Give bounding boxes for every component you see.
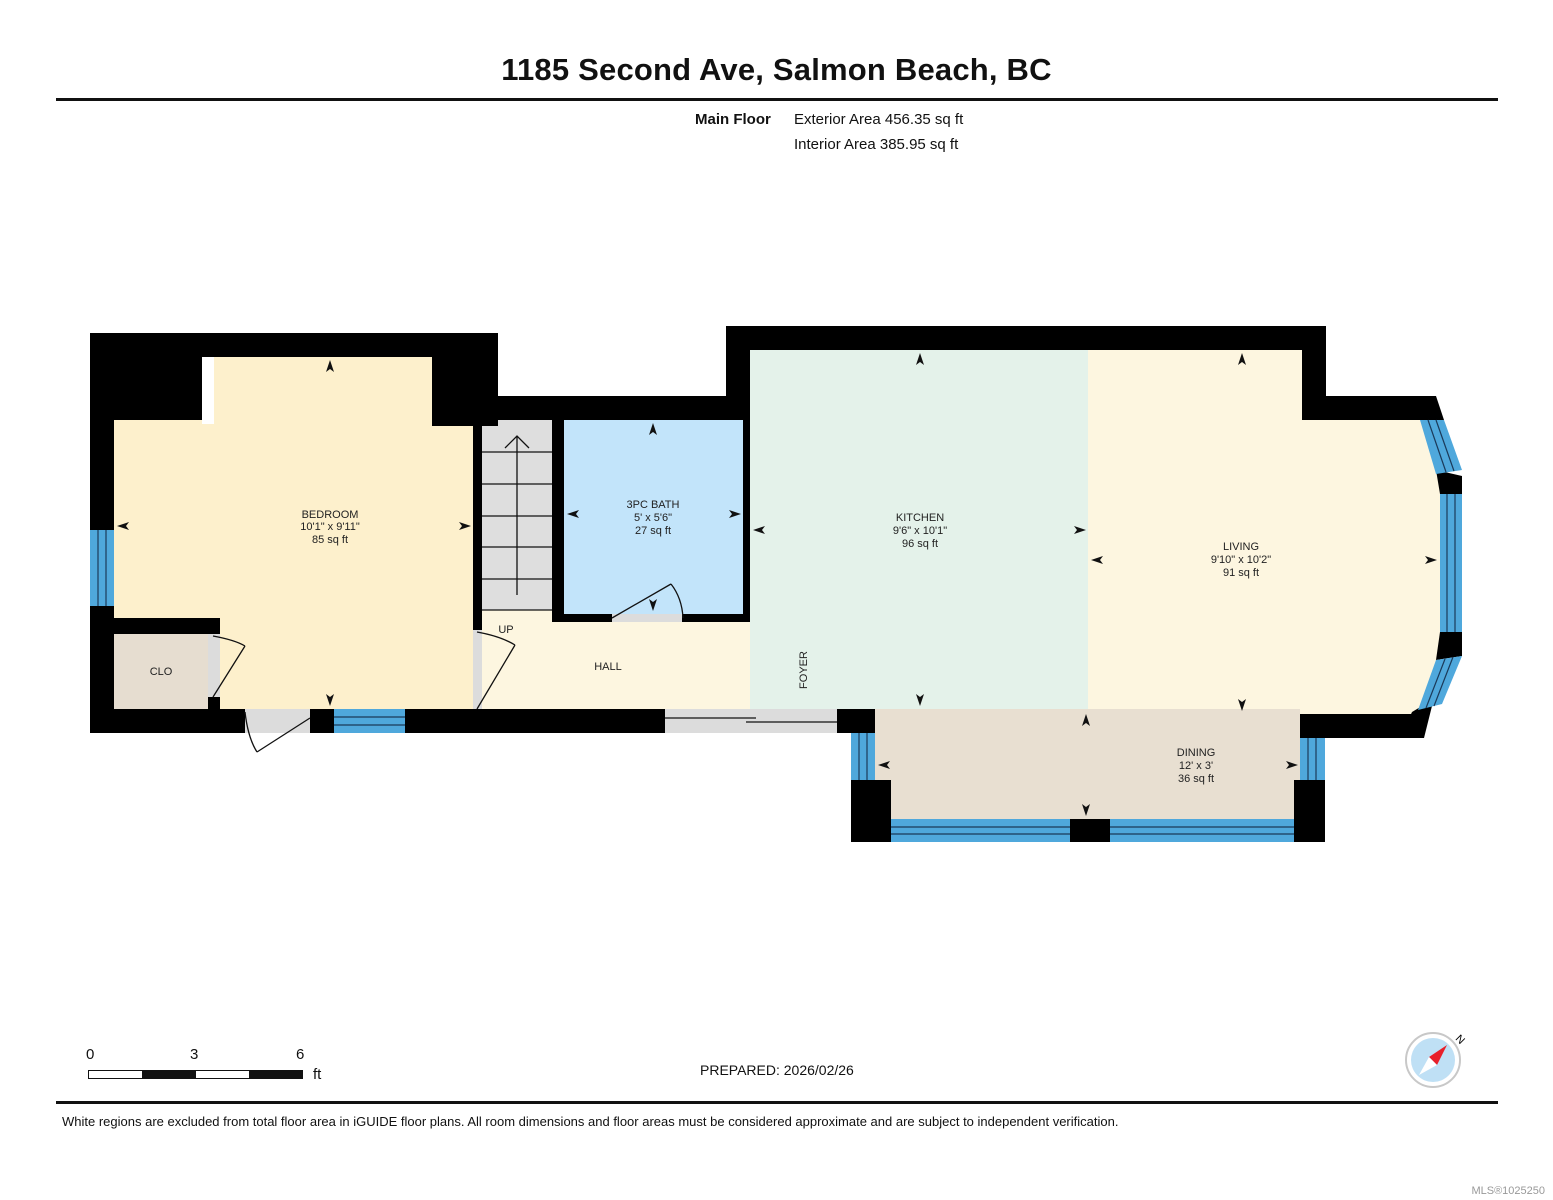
- bath-room: [564, 420, 743, 614]
- bath-area: 27 sq ft: [635, 525, 671, 537]
- closet-name: CLO: [150, 666, 173, 678]
- stairs-up-label: UP: [498, 624, 513, 636]
- stair-door-threshold: [473, 630, 482, 709]
- window-dining-west: [851, 733, 875, 780]
- hall-name: HALL: [594, 661, 622, 673]
- dining-room: [875, 709, 1300, 819]
- staircase: [482, 435, 552, 611]
- closet-room: [114, 634, 208, 709]
- living-dims: 9'10" x 10'2": [1211, 554, 1271, 566]
- kitchen-room: [750, 350, 1088, 709]
- window-dining-south-1: [891, 819, 1070, 842]
- closet-door-threshold: [208, 634, 220, 697]
- window-living-bay-north: [1420, 420, 1462, 474]
- windows: [90, 419, 1462, 842]
- compass-icon: N: [1405, 1032, 1467, 1088]
- interior-area: Interior Area 385.95 sq ft: [794, 136, 959, 153]
- window-bedroom-south: [334, 709, 405, 733]
- prepared-date: PREPARED: 2026/02/26: [700, 1062, 854, 1078]
- sliding-door-panels: [665, 717, 837, 723]
- scale-unit: ft: [313, 1066, 322, 1083]
- kitchen-name: KITCHEN: [896, 512, 944, 524]
- kitchen-dims: 9'6" x 10'1": [893, 525, 947, 537]
- bath-door-swing: [611, 583, 684, 619]
- disclaimer: White regions are excluded from total fl…: [62, 1114, 1119, 1129]
- entry-door-swing: [244, 711, 311, 753]
- dimension-markers: [117, 353, 1437, 816]
- bedroom-name: BEDROOM: [302, 509, 359, 521]
- closet-door-swing: [212, 635, 246, 698]
- dining-dims: 12' x 3': [1179, 760, 1213, 772]
- page-title: 1185 Second Ave, Salmon Beach, BC: [501, 52, 1052, 87]
- title-divider: [56, 98, 1498, 101]
- scale-tick-0: 0: [86, 1046, 95, 1063]
- window-living-bay-south: [1418, 656, 1462, 710]
- mls-number: MLS®1025250: [1471, 1185, 1545, 1197]
- bath-name: 3PC BATH: [627, 499, 680, 511]
- window-dining-south-2: [1110, 819, 1294, 842]
- window-dining-east: [1300, 738, 1325, 780]
- sliding-door: [665, 709, 837, 733]
- dining-name: DINING: [1177, 747, 1216, 759]
- footer-divider: [56, 1101, 1498, 1104]
- stair-door-swing: [476, 631, 516, 710]
- bedroom-dims: 10'1" x 9'11": [300, 521, 360, 533]
- scale-tick-6: 6: [296, 1046, 305, 1063]
- window-bedroom-west: [90, 530, 114, 606]
- floor-label: Main Floor: [695, 111, 771, 128]
- foyer-name: FOYER: [798, 651, 810, 689]
- bedroom-area: 85 sq ft: [312, 534, 348, 546]
- kitchen-area: 96 sq ft: [902, 538, 938, 550]
- scale-bar-graphic: [88, 1070, 303, 1079]
- living-area: 91 sq ft: [1223, 567, 1259, 579]
- hall-room: [473, 610, 750, 709]
- dining-area: 36 sq ft: [1178, 773, 1214, 785]
- living-name: LIVING: [1223, 541, 1259, 553]
- living-room: [1088, 350, 1440, 714]
- scale-tick-3: 3: [190, 1046, 199, 1063]
- window-living-bay-east: [1440, 494, 1462, 632]
- bath-door-threshold: [612, 614, 682, 622]
- entry-door-threshold: [245, 709, 310, 733]
- bath-dims: 5' x 5'6": [634, 512, 672, 524]
- bedroom-room: [114, 357, 473, 709]
- doors: [208, 583, 837, 753]
- exterior-area: Exterior Area 456.35 sq ft: [794, 111, 964, 128]
